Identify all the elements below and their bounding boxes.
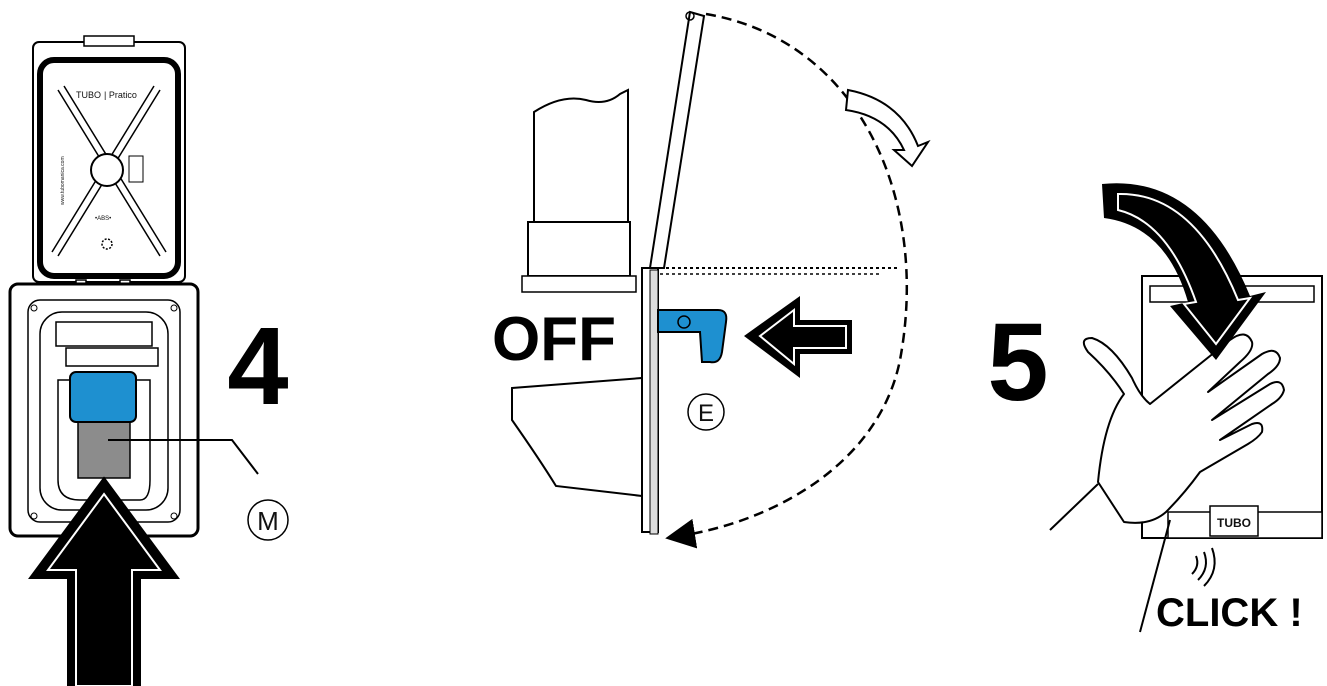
panel-side-view: E OFF bbox=[492, 12, 928, 536]
cable-plug-side bbox=[522, 90, 636, 292]
cover-brand: TUBO bbox=[76, 90, 101, 100]
latch-e bbox=[658, 310, 726, 362]
front-badge: TUBO bbox=[1217, 516, 1251, 530]
marker-m-label: M bbox=[257, 506, 279, 536]
click-vibration-icon bbox=[1192, 548, 1215, 586]
panel-step-4: TUBO | Pratico •ABS• www.tubomanica.com bbox=[10, 36, 289, 686]
marker-e-label: E bbox=[698, 400, 714, 427]
plug bbox=[70, 372, 136, 478]
lower-housing bbox=[512, 378, 642, 496]
click-label: CLICK ! bbox=[1156, 591, 1303, 635]
off-label: OFF bbox=[492, 305, 616, 374]
cover-abs: •ABS• bbox=[95, 216, 111, 222]
cover-model: | Pratico bbox=[104, 90, 137, 100]
lid-side-open bbox=[650, 12, 704, 268]
open-lid: TUBO | Pratico •ABS• www.tubomanica.com bbox=[33, 36, 185, 282]
step-number-4: 4 bbox=[227, 305, 288, 428]
rotation-path bbox=[680, 14, 907, 536]
panel-step-5: TUBO 5 CLICK ! bbox=[987, 183, 1322, 635]
step-number-5: 5 bbox=[987, 301, 1048, 424]
cover-website: www.tubomanica.com bbox=[60, 156, 66, 205]
rotate-arrow bbox=[846, 90, 928, 166]
